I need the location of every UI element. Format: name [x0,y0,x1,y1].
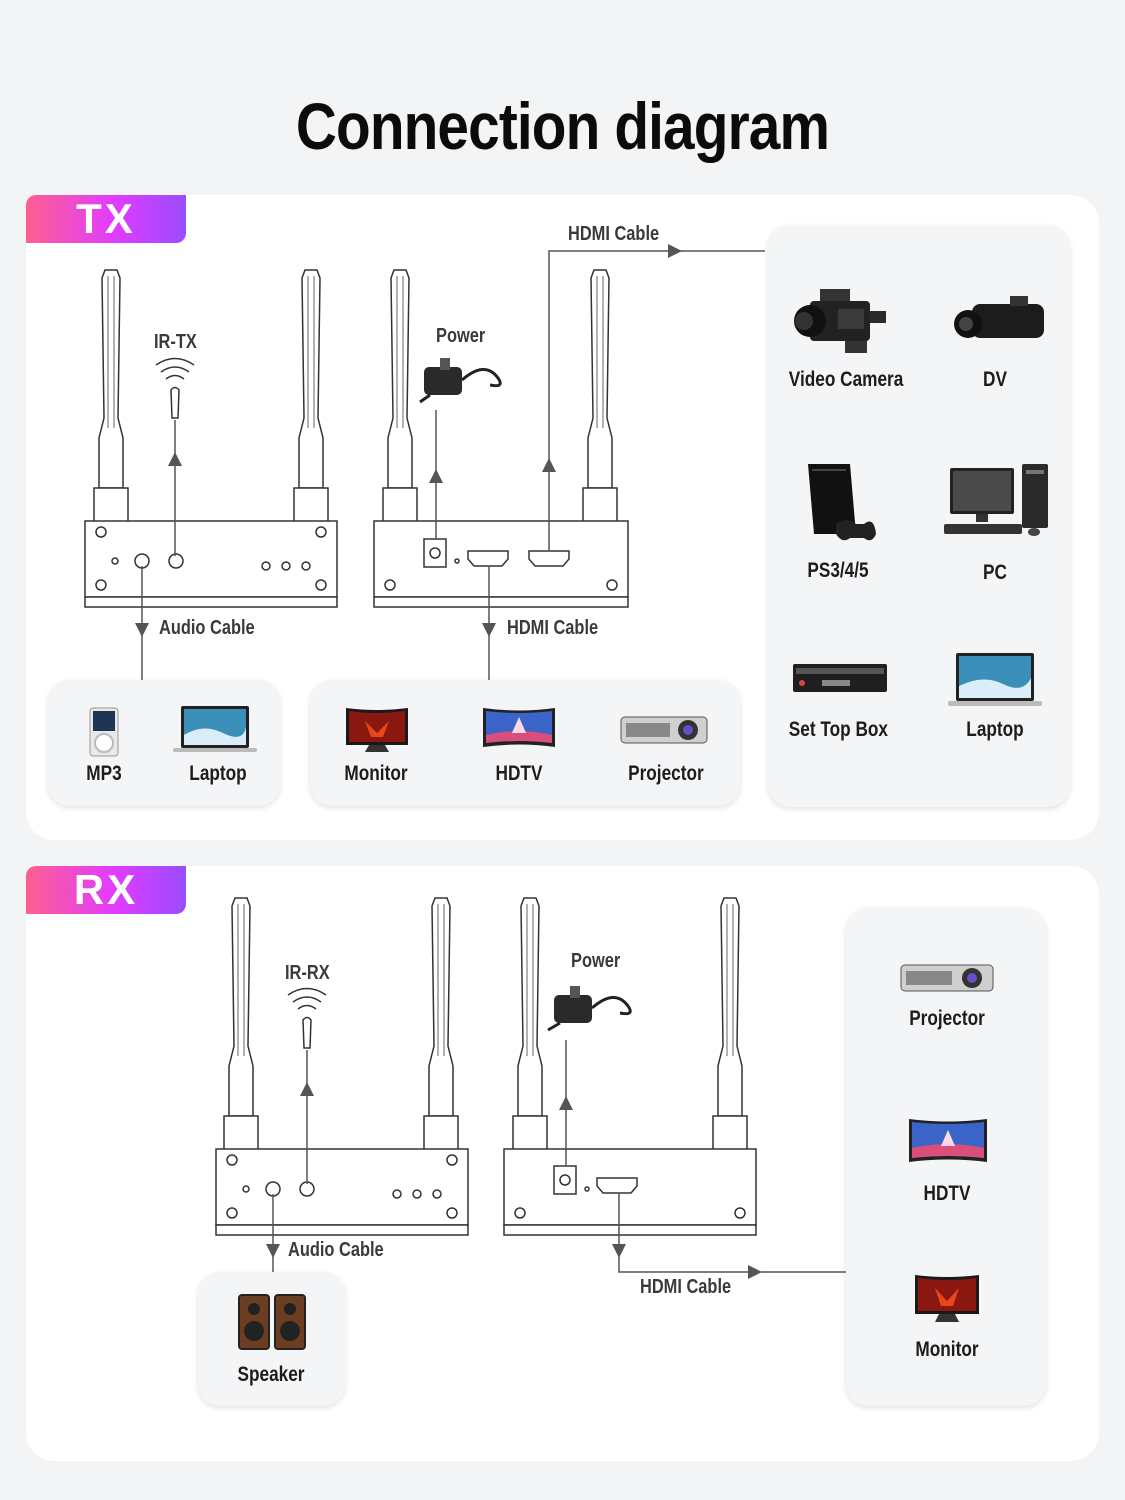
rx-speaker-card [198,1272,345,1406]
tx-ir-device [84,269,338,608]
pc-icon [944,464,1048,536]
laptop-source-icon [948,653,1042,706]
monitor-label: Monitor [344,762,408,785]
rx-projector-label: Projector [909,1007,985,1030]
projector-icon [620,716,708,744]
tx-laptop-audio-label: Laptop [189,762,247,785]
hdtv-icon [483,708,555,747]
dv-camcorder-icon [954,296,1044,338]
pc-label: PC [983,561,1007,584]
rx-badge: RX [26,866,186,914]
laptop-icon [173,706,257,752]
rx-ir-device [215,897,469,1236]
video-camera-icon [794,289,886,353]
rx-hdtv-icon [909,1119,987,1162]
tx-hdmi-cable-top-label: HDMI Cable [568,223,660,245]
mp3-label: MP3 [86,762,122,785]
page-title: Connection diagram [295,89,830,163]
hdtv-label: HDTV [495,762,543,785]
monitor-icon [346,708,408,752]
ir-tx-label: IR-TX [154,331,197,353]
speaker-label: Speaker [237,1363,305,1386]
tx-badge: TX [26,195,186,243]
mp3-player-icon [89,707,119,757]
ps-label: PS3/4/5 [807,559,869,582]
projector-label: Projector [628,762,704,785]
rx-hdtv-label: HDTV [923,1182,971,1205]
tx-power-adapter-icon [419,358,502,404]
ir-tx-sensor [155,357,195,419]
rx-hdmi-cable-label: HDMI Cable [640,1276,732,1298]
rx-power-adapter-icon [547,986,632,1032]
rx-monitor-icon [915,1275,979,1322]
laptop-source-label: Laptop [966,718,1024,741]
rx-power-label: Power [571,950,621,972]
tx-audio-cable-label: Audio Cable [159,617,255,639]
ir-rx-sensor [287,987,327,1049]
set-top-box-icon [793,664,887,692]
video-camera-label: Video Camera [788,368,904,391]
rx-projector-icon [900,964,994,992]
rx-hdmi-device [503,897,757,1236]
set-top-box-label: Set Top Box [788,718,888,741]
ir-rx-label: IR-RX [285,962,330,984]
tx-hdmi-cable-bottom-label: HDMI Cable [507,617,599,639]
tx-power-label: Power [436,325,486,347]
rx-monitor-label: Monitor [915,1338,979,1361]
tx-hdmi-device [373,269,629,608]
dv-label: DV [983,368,1007,391]
speaker-icon [238,1294,306,1350]
rx-audio-cable-label: Audio Cable [288,1239,384,1261]
game-console-icon [808,464,876,541]
